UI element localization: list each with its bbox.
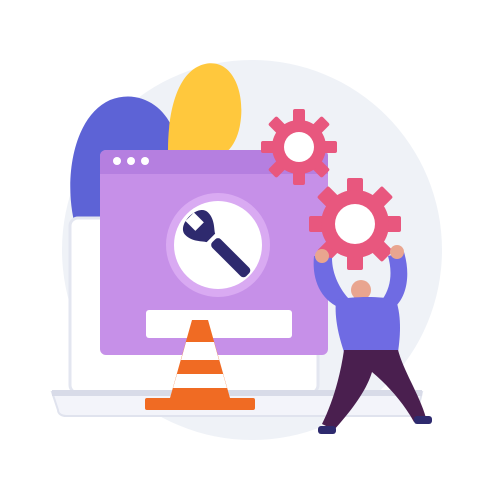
gear-icon (261, 109, 337, 185)
yellow-blob (168, 63, 242, 161)
window-dots-icon (113, 157, 149, 165)
gear-icon (309, 178, 401, 270)
person-figure (313, 245, 432, 434)
wrench-icon (183, 210, 251, 278)
traffic-cone-icon (145, 320, 255, 410)
input-bar (146, 310, 292, 338)
